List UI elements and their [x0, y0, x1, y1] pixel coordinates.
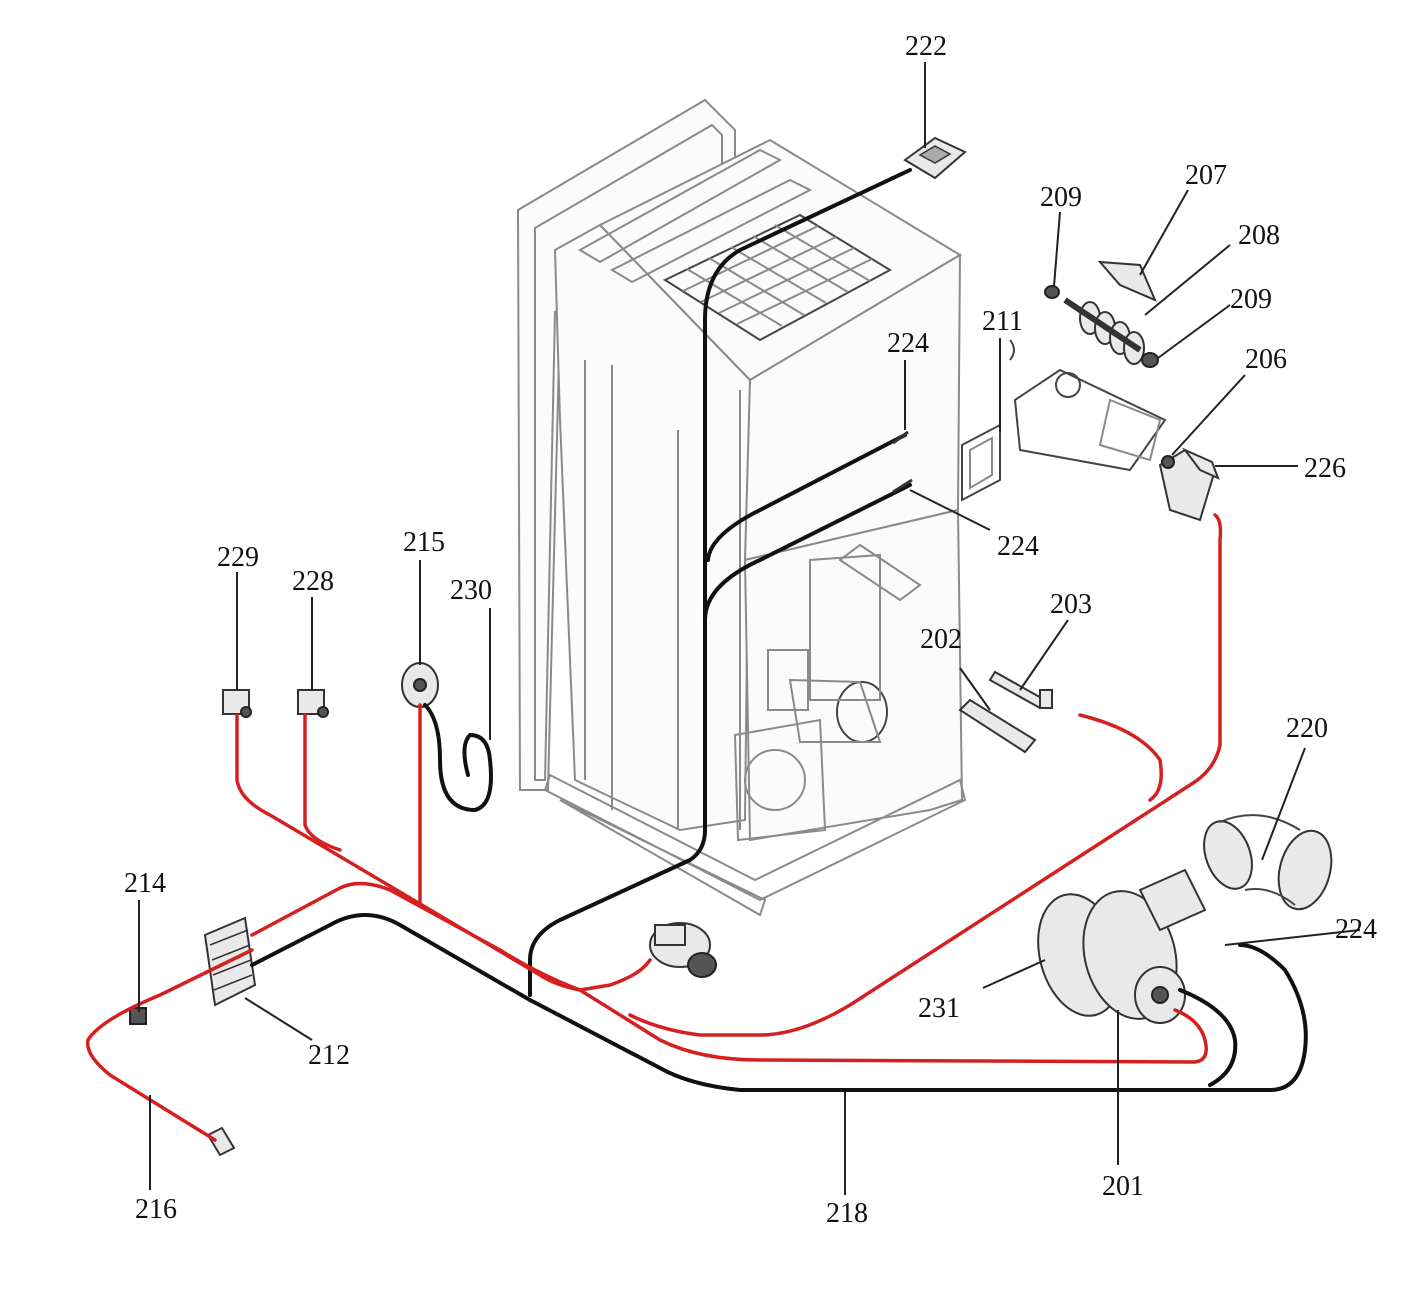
label-202: 202 — [920, 624, 962, 655]
label-206: 206 — [1245, 344, 1287, 375]
callout-labels: 222 207 209 208 209 211 224 206 226 224 … — [124, 31, 1377, 1229]
stove-body — [516, 98, 967, 917]
auger-bracket — [1013, 368, 1167, 472]
label-231: 231 — [918, 993, 960, 1024]
label-220: 220 — [1286, 713, 1328, 744]
internal-cables — [528, 168, 912, 997]
power-wiring — [85, 513, 1223, 1142]
label-209-bottom: 209 — [1230, 284, 1272, 315]
auger-motor-226 — [1158, 447, 1220, 522]
label-216: 216 — [135, 1194, 177, 1225]
pressure-switch-215 — [401, 662, 439, 708]
label-203: 203 — [1050, 589, 1092, 620]
auger-assembly-208 — [1044, 260, 1159, 368]
control-panel-222 — [903, 136, 967, 180]
label-226: 226 — [1304, 453, 1346, 484]
label-208: 208 — [1238, 220, 1280, 251]
label-215: 215 — [403, 527, 445, 558]
label-224-middle: 224 — [997, 531, 1039, 562]
thermostat-229 — [222, 689, 252, 718]
label-218: 218 — [826, 1198, 868, 1229]
label-229: 229 — [217, 542, 259, 573]
label-230: 230 — [450, 575, 492, 606]
label-201: 201 — [1102, 1171, 1144, 1202]
leader-lines — [138, 62, 1361, 1195]
label-224-top: 224 — [887, 328, 929, 359]
label-228: 228 — [292, 566, 334, 597]
gasket-211 — [961, 339, 1015, 502]
label-214: 214 — [124, 868, 166, 899]
thermostat-228 — [297, 689, 329, 718]
label-224-right: 224 — [1335, 914, 1377, 945]
exhaust-fan-201 — [1037, 868, 1207, 1024]
igniter-202 — [958, 670, 1053, 754]
power-plug-216 — [206, 1126, 236, 1157]
label-212: 212 — [308, 1040, 350, 1071]
temperature-probe-224 — [892, 430, 913, 494]
label-211: 211 — [982, 306, 1023, 337]
silicone-hose-230 — [423, 703, 493, 812]
circulation-pump — [649, 922, 717, 978]
elbow-pipe-220 — [1203, 814, 1333, 911]
label-222: 222 — [905, 31, 947, 62]
label-207: 207 — [1185, 160, 1227, 191]
label-209-top: 209 — [1040, 182, 1082, 213]
signal-wiring — [250, 913, 1308, 1092]
